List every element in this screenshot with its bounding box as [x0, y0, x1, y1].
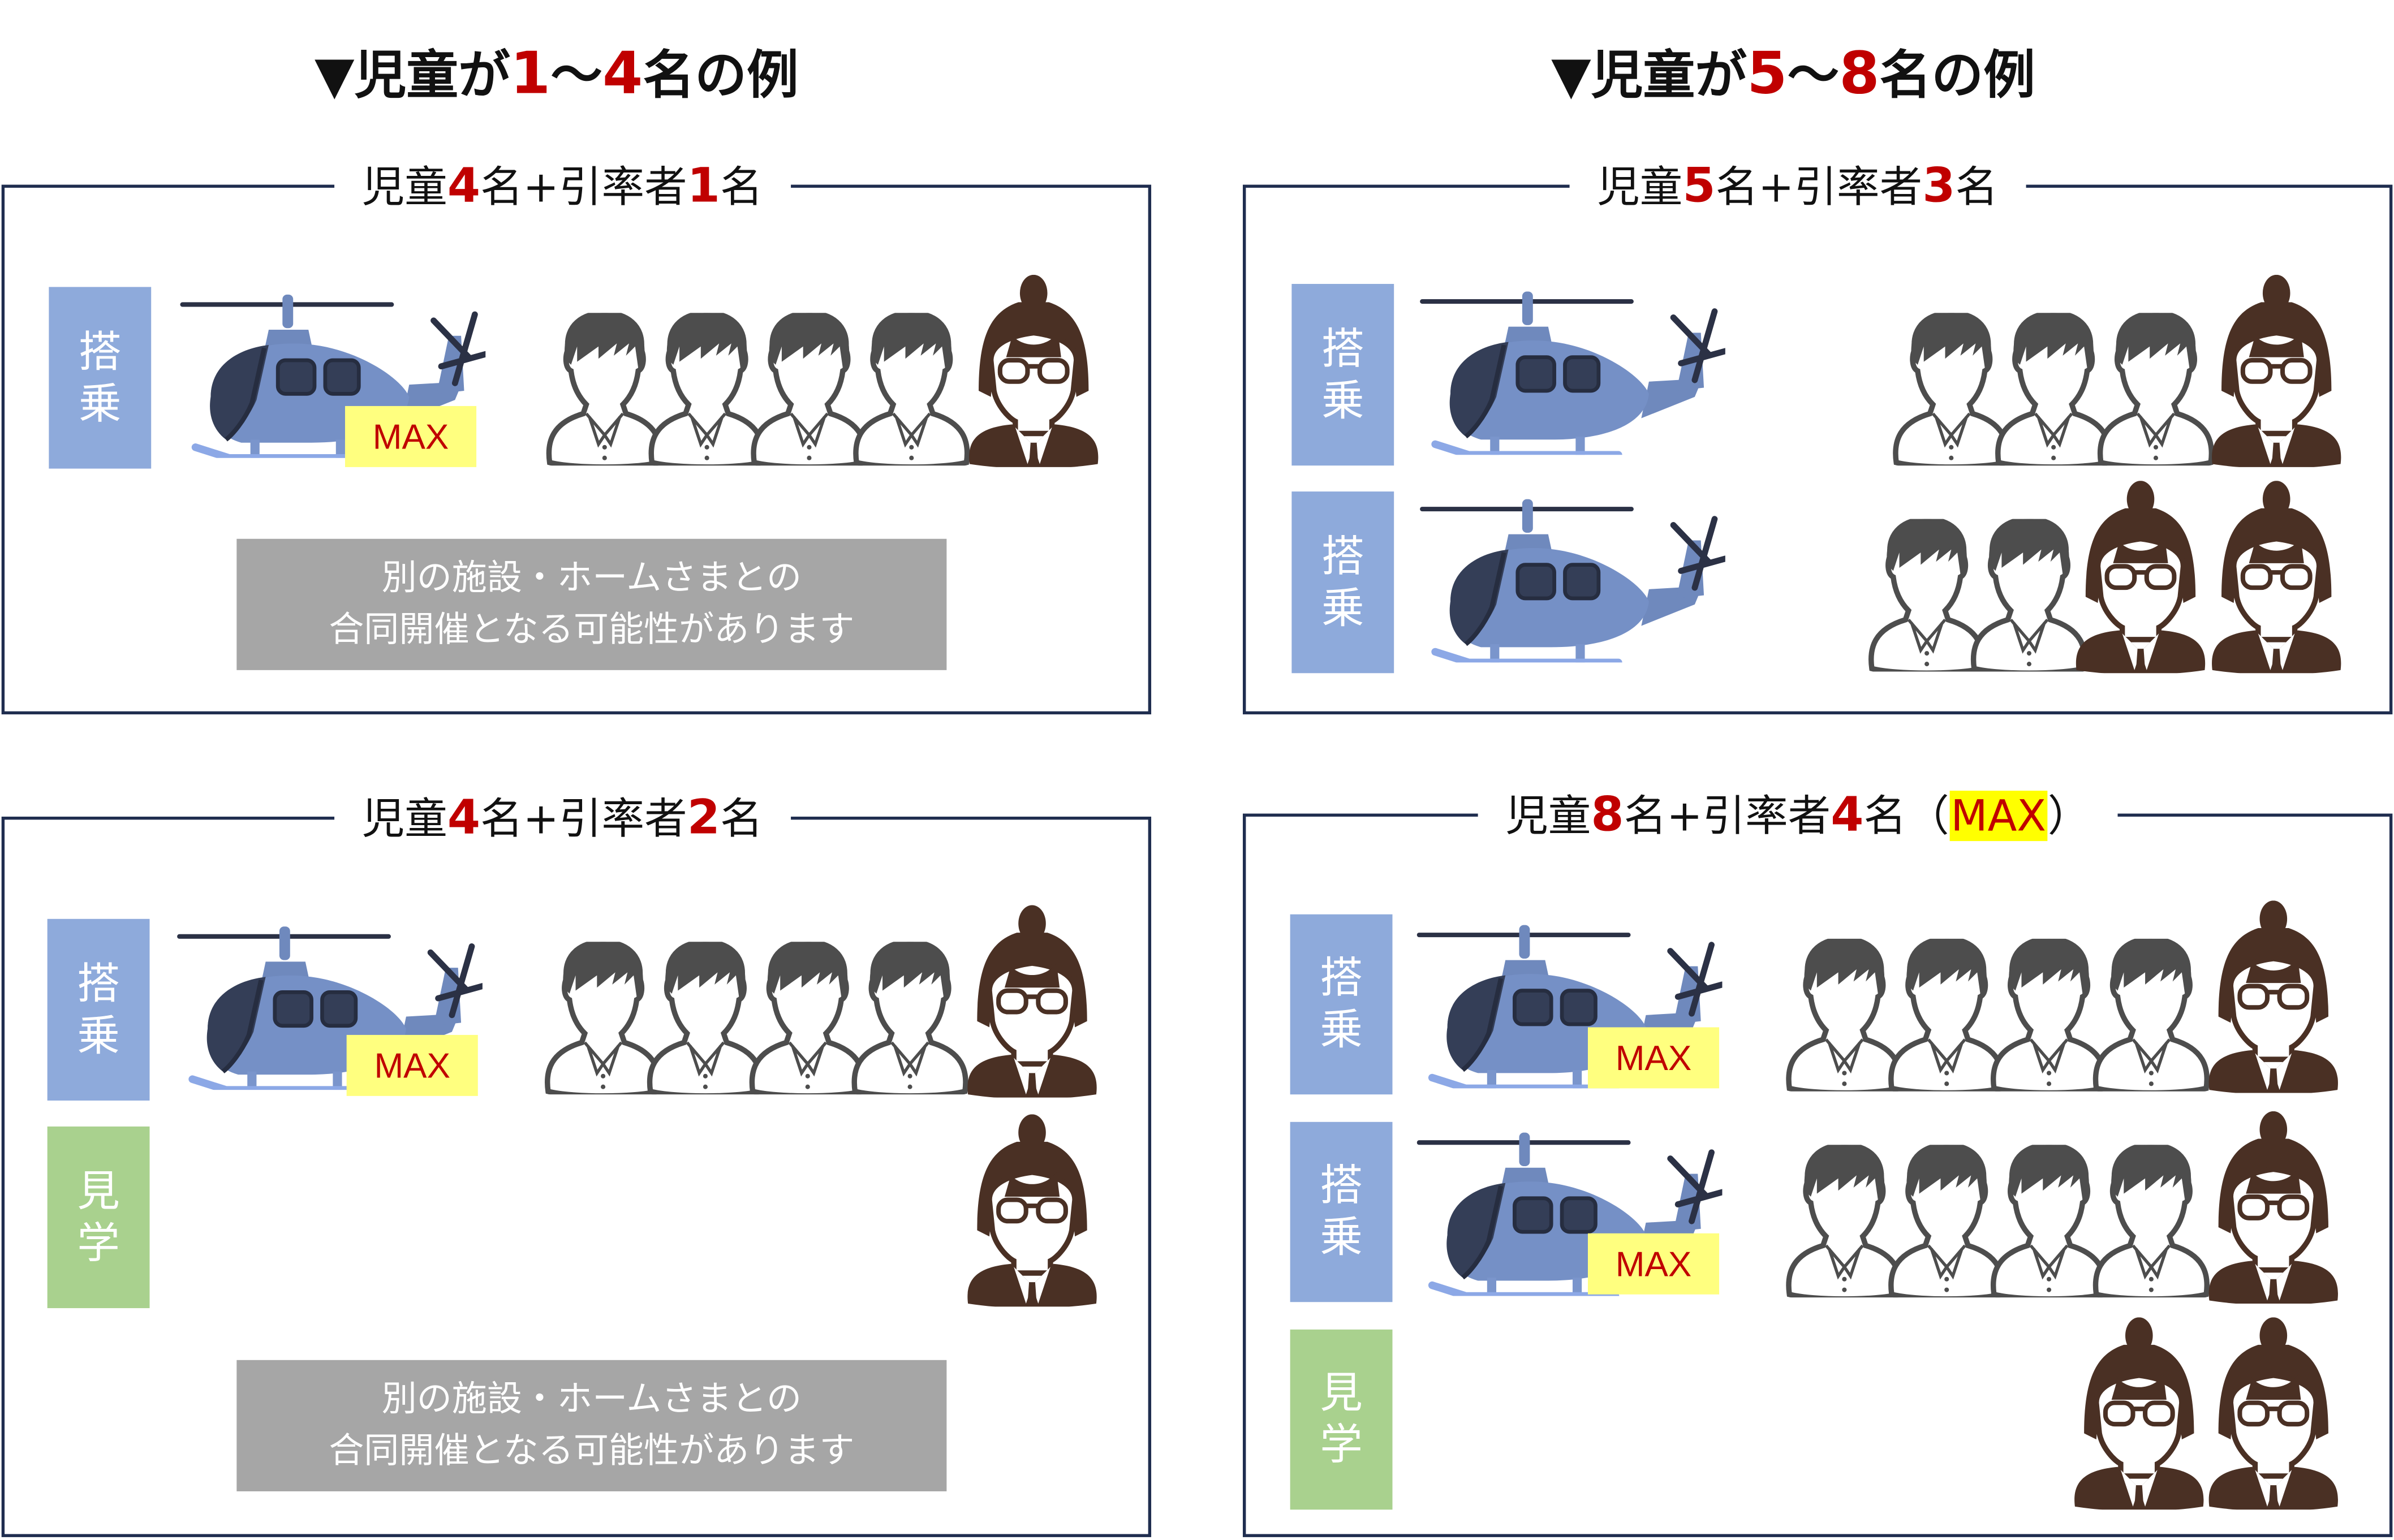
title-text: 名: [720, 162, 763, 213]
title-text: 児童: [1505, 791, 1591, 842]
panel-4-children-2-adults: 児童4名+引率者2名: [1, 789, 1152, 1537]
adult-count: 1: [687, 158, 720, 214]
child-icon: [2095, 313, 2217, 465]
panel-title: 児童8名+引率者4名（MAX）: [1478, 786, 2118, 846]
helicopter-icon: [1420, 494, 1725, 662]
heading-separator: ～: [1787, 45, 1840, 107]
note-line: 別の施設・ホームさまとの: [381, 558, 802, 599]
left-section-heading: ▼児童が1～4名の例: [315, 33, 799, 108]
boarding-tag: 搭 乗: [1290, 1121, 1393, 1302]
heading-suffix: 名の例: [643, 45, 799, 107]
right-section-heading: ▼児童が5～8名の例: [1551, 33, 2035, 108]
adult-count: 2: [687, 791, 720, 846]
tag-char: 乗: [78, 378, 122, 429]
heading-separator: ～: [550, 45, 603, 107]
tag-char: 搭: [1321, 322, 1364, 373]
boarding-tag: 搭 乗: [1290, 914, 1393, 1095]
child-icon: [2090, 939, 2212, 1092]
tag-char: 搭: [1320, 952, 1363, 1003]
child-icon: [1968, 519, 2090, 672]
adult-chaperone-icon: [2206, 1317, 2341, 1509]
tag-char: 乗: [1320, 1212, 1363, 1263]
tag-char: 見: [1320, 1368, 1363, 1418]
title-text: 児童: [361, 793, 447, 844]
panel-title: 児童5名+引率者3名: [1569, 157, 2026, 217]
child-icon: [850, 313, 972, 465]
tag-char: 搭: [77, 957, 120, 1008]
max-badge: MAX: [1587, 1027, 1720, 1089]
heading-range-from: 1: [510, 40, 551, 107]
adult-chaperone-icon: [966, 275, 1101, 467]
note-line: 合同開催となる可能性があります: [329, 1431, 855, 1472]
panel-5-children-3-adults: 児童5名+引率者3名: [1242, 157, 2393, 715]
observation-tag: 見 学: [1290, 1329, 1393, 1510]
tag-char: 見: [77, 1165, 120, 1216]
title-text: ）: [2047, 791, 2091, 842]
helicopter-icon: [1420, 287, 1725, 455]
panel-title: 児童4名+引率者1名: [334, 157, 791, 217]
children-count: 4: [447, 158, 481, 214]
observation-tag: 見 学: [47, 1126, 150, 1309]
tag-char: 搭: [1320, 1160, 1363, 1211]
adult-chaperone-icon: [2209, 275, 2344, 467]
note-line: 合同開催となる可能性があります: [329, 610, 855, 650]
panel-title: 児童4名+引率者2名: [334, 789, 791, 849]
tag-char: 搭: [1321, 530, 1364, 581]
adult-count: 4: [1831, 787, 1864, 843]
tag-char: 乗: [1320, 1004, 1363, 1055]
children-count: 4: [447, 791, 481, 846]
heading-suffix: 名の例: [1879, 45, 2035, 107]
child-icon: [849, 942, 971, 1094]
title-text: 名+引率者: [480, 793, 687, 844]
title-text: 児童: [361, 162, 447, 213]
tag-char: 乗: [1321, 374, 1364, 425]
title-text: 名+引率者: [1624, 791, 1831, 842]
boarding-tag: 搭 乗: [1291, 284, 1394, 466]
tag-char: 乗: [1321, 582, 1364, 633]
heading-prefix: ▼児童が: [314, 45, 510, 107]
boarding-tag: 搭 乗: [1291, 491, 1394, 674]
adult-chaperone-icon: [965, 1114, 1100, 1306]
title-text: 名+引率者: [480, 162, 687, 213]
adult-chaperone-icon: [965, 905, 1100, 1098]
tag-char: 乗: [77, 1010, 120, 1060]
child-icon: [2090, 1145, 2212, 1297]
adult-count: 3: [1922, 158, 1956, 214]
panel-8-children-4-adults-max: 児童8名+引率者4名（MAX）: [1242, 786, 2393, 1537]
title-text: 名: [1955, 162, 1999, 213]
children-count: 5: [1682, 158, 1716, 214]
adult-chaperone-icon: [2209, 481, 2344, 673]
heading-range-to: 8: [1839, 40, 1880, 107]
boarding-tag: 搭 乗: [49, 287, 152, 469]
title-text: 児童: [1597, 162, 1683, 213]
title-text: 名: [720, 793, 763, 844]
adult-chaperone-icon: [2206, 1111, 2341, 1304]
joint-session-note: 別の施設・ホームさまとの 合同開催となる可能性があります: [236, 538, 947, 670]
heading-range-to: 4: [602, 40, 643, 107]
children-count: 8: [1591, 787, 1624, 843]
max-badge: MAX: [346, 1034, 478, 1096]
tag-char: 搭: [78, 326, 122, 377]
tag-char: 学: [1320, 1420, 1363, 1470]
max-badge: MAX: [1587, 1233, 1720, 1295]
adult-chaperone-icon: [2073, 481, 2208, 673]
title-text: 名+引率者: [1715, 162, 1923, 213]
heading-prefix: ▼児童が: [1551, 45, 1747, 107]
max-badge: MAX: [345, 406, 477, 467]
note-line: 別の施設・ホームさまとの: [381, 1379, 802, 1420]
panel-4-children-1-adult: 児童4名+引率者1名: [1, 157, 1152, 715]
adult-chaperone-icon: [2072, 1317, 2207, 1509]
tag-char: 学: [77, 1217, 120, 1268]
heading-range-from: 5: [1747, 40, 1788, 107]
boarding-tag: 搭 乗: [47, 918, 150, 1101]
title-text: 名（: [1863, 791, 1949, 842]
max-highlight: MAX: [1949, 791, 2048, 842]
joint-session-note: 別の施設・ホームさまとの 合同開催となる可能性があります: [236, 1360, 947, 1491]
adult-chaperone-icon: [2206, 900, 2341, 1093]
